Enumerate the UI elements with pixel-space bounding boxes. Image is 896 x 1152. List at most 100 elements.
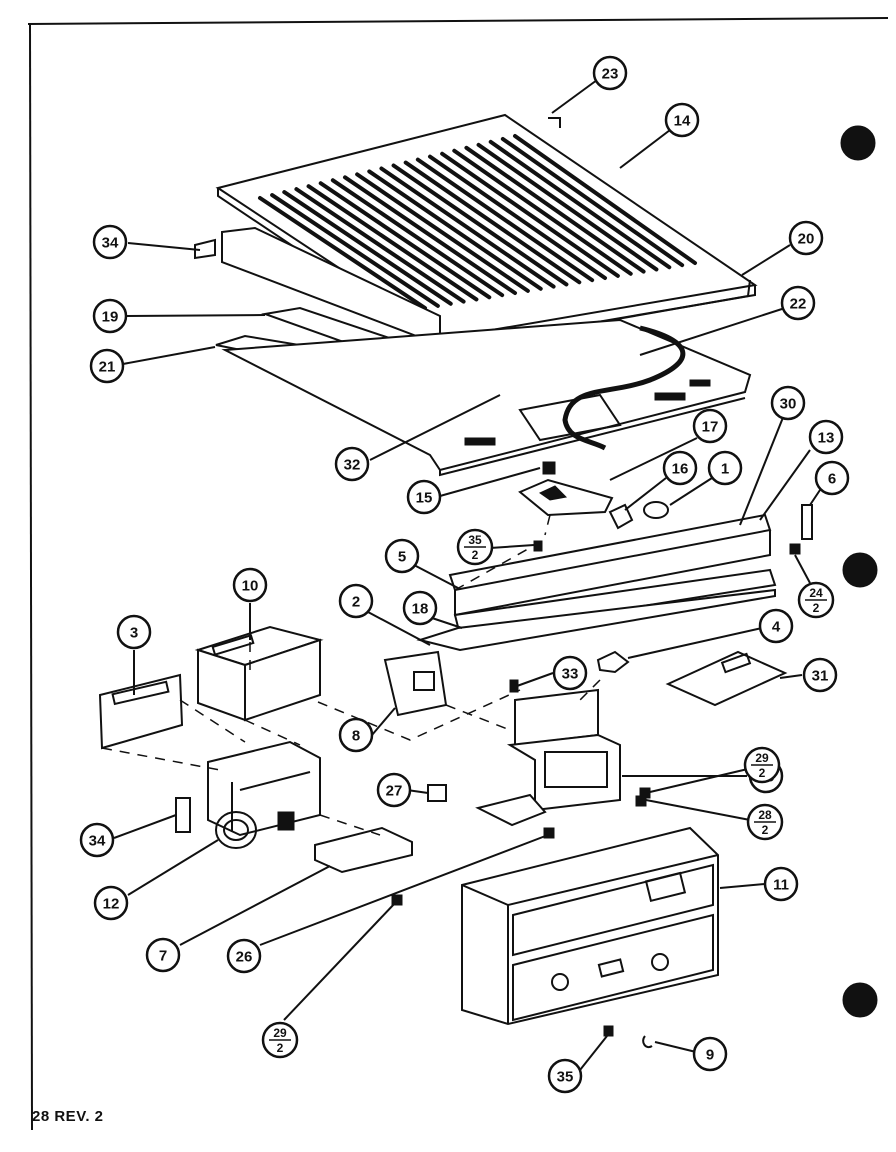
fraction-bottom-number: 2 <box>472 548 479 562</box>
leader-lines <box>113 79 821 1071</box>
callout-c20: 20 <box>788 220 824 256</box>
callout-number: 16 <box>672 461 689 478</box>
fraction-callout-f29b: 292 <box>261 1021 299 1059</box>
plate-part-3 <box>98 673 184 750</box>
clip-part-9 <box>642 1035 653 1048</box>
callout-c12: 12 <box>93 885 129 921</box>
callout-c16: 16 <box>662 450 698 486</box>
callout-number: 14 <box>674 113 691 130</box>
callout-c30: 30 <box>770 385 806 421</box>
callout-circle <box>770 385 806 421</box>
fraction-top-number: 35 <box>468 533 482 547</box>
callout-number: 17 <box>702 419 719 436</box>
control-box-part-10 <box>194 625 324 722</box>
callout-c26: 26 <box>226 938 262 974</box>
revision-note: 28 REV. 2 <box>32 1108 104 1125</box>
binder-hole-middle <box>842 552 878 588</box>
callout-c8: 8 <box>338 717 374 753</box>
callout-c10: 10 <box>232 567 268 603</box>
callout-c5: 5 <box>384 538 420 574</box>
clip-part-27 <box>427 784 447 802</box>
housing-part-12 <box>207 740 321 849</box>
bracket-part-25 <box>506 688 621 812</box>
callout-c18: 18 <box>402 590 438 626</box>
callout-circle <box>763 866 799 902</box>
rail-part-34 <box>194 238 216 260</box>
callout-number: 18 <box>412 601 429 618</box>
callout-c4: 4 <box>758 608 794 644</box>
page-edge-left <box>29 23 33 1131</box>
fraction-top-number: 28 <box>758 808 772 822</box>
callout-circle <box>547 1058 583 1094</box>
callout-circle <box>664 102 700 138</box>
fraction-callout-f35: 352 <box>456 528 494 566</box>
callout-c6: 6 <box>814 460 850 496</box>
shelf-cover-part-14 <box>215 113 758 350</box>
callout-number: 34 <box>102 235 119 252</box>
callout-circle <box>338 717 374 753</box>
control-panel-part-11 <box>461 826 719 1026</box>
callout-number: 13 <box>818 430 835 447</box>
binder-hole-top <box>840 125 876 161</box>
callout-number: 27 <box>386 783 403 800</box>
grill-slot <box>379 166 556 289</box>
callout-number: 19 <box>102 309 119 326</box>
grill-slot <box>488 139 672 270</box>
callout-c9: 9 <box>692 1036 728 1072</box>
fraction-bottom-number: 2 <box>762 823 769 837</box>
thermostat-part-8 <box>383 650 448 717</box>
callout-circle <box>376 772 412 808</box>
grill-slot <box>330 178 505 298</box>
switch-part-4 <box>596 650 630 674</box>
callout-circle <box>226 938 262 974</box>
callout-number: 3 <box>130 625 138 642</box>
callout-number: 1 <box>721 461 729 478</box>
clip-part-6 <box>801 504 813 540</box>
bulb-part-1 <box>643 501 669 519</box>
callout-c2: 2 <box>338 583 374 619</box>
callout-c11: 11 <box>763 866 799 902</box>
callout-circle <box>592 55 628 91</box>
callout-c17: 17 <box>692 408 728 444</box>
callout-c33: 33 <box>552 655 588 691</box>
callout-c31: 31 <box>802 657 838 693</box>
grill-slot <box>343 175 517 295</box>
callout-circle <box>802 657 838 693</box>
callout-circle <box>92 224 128 260</box>
callout-number: 2 <box>352 594 360 611</box>
callout-circle <box>552 655 588 691</box>
screw-part-35-lower <box>603 1025 614 1037</box>
grill-slot <box>318 181 492 300</box>
grill-slot <box>428 154 607 280</box>
callout-circle <box>92 298 128 334</box>
light-cover-window <box>539 485 568 501</box>
callout-circle <box>406 479 442 515</box>
callout-number: 6 <box>828 471 836 488</box>
lower-panel-part-32 <box>221 318 752 477</box>
callout-number: 33 <box>562 666 579 683</box>
callout-c34b: 34 <box>79 822 115 858</box>
screw-part-28-small <box>635 795 647 807</box>
strip-part-2 <box>416 588 776 652</box>
callout-number: 23 <box>602 66 619 83</box>
grill-slot <box>282 190 453 306</box>
callout-number: 34 <box>89 833 106 850</box>
screw-part-35-small <box>533 540 543 552</box>
screw-part-26 <box>543 827 555 839</box>
grill-slot <box>403 160 582 285</box>
frame-part-20 <box>221 226 751 347</box>
callout-number: 26 <box>236 949 253 966</box>
callout-circle <box>692 1036 728 1072</box>
grill-slot <box>500 136 685 268</box>
grill-slot <box>513 134 697 265</box>
callout-circle <box>662 450 698 486</box>
callout-number: 9 <box>706 1047 714 1064</box>
screw-part-33 <box>509 679 519 693</box>
callout-c32: 32 <box>334 446 370 482</box>
grill-slot <box>258 196 427 310</box>
fraction-callout-f28: 282 <box>746 803 784 841</box>
callout-circle <box>384 538 420 574</box>
callout-circle <box>338 583 374 619</box>
